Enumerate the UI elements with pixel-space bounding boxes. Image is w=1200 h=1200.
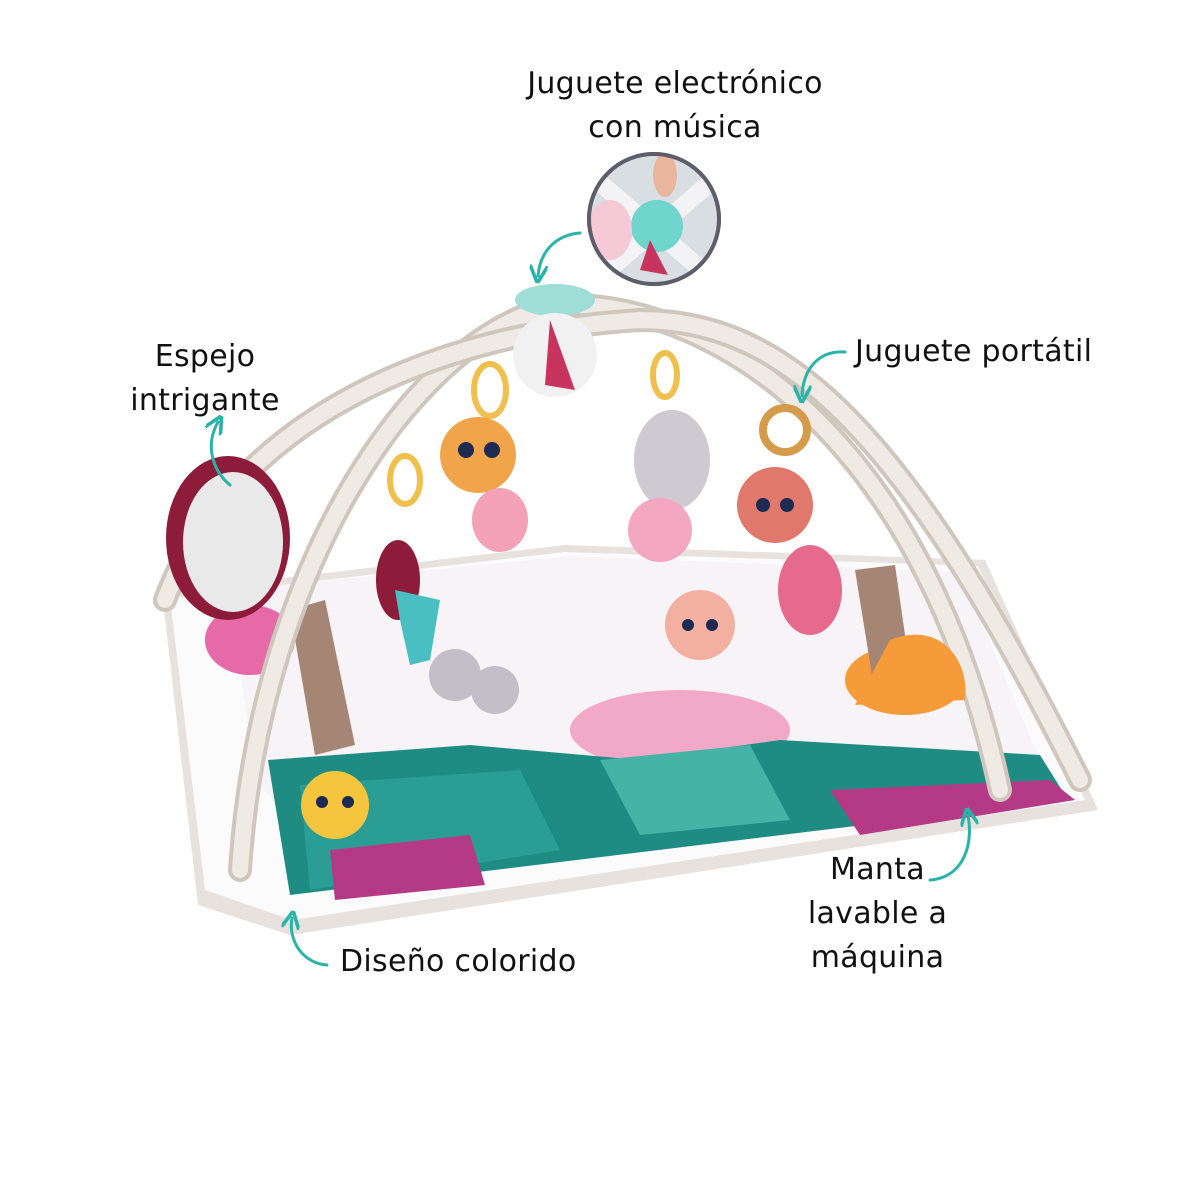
- curved-arrow-icon: [928, 815, 969, 882]
- callout-electronic-toy-line-1: Juguete electrónico: [527, 66, 823, 101]
- callout-mirror: Espejo intrigante: [110, 335, 300, 423]
- callout-electronic-toy: Juguete electrónico con música: [470, 62, 880, 150]
- curved-arrow-icon: [538, 231, 582, 276]
- electronic-music-toy: [513, 284, 597, 397]
- callout-portable-toy-line-1: Juguete portátil: [855, 334, 1093, 369]
- callout-portable-toy: Juguete portátil: [855, 330, 1125, 374]
- mirror-toy: [166, 456, 290, 620]
- play-arches: [153, 292, 1092, 882]
- callout-mirror-line-1: Espejo: [154, 339, 256, 374]
- callout-washable-blanket-line-2: lavable a: [807, 896, 948, 931]
- curved-arrow-icon: [291, 918, 329, 967]
- callout-colorful-design-line-1: Diseño colorido: [340, 944, 577, 979]
- callout-electronic-toy-line-2: con música: [588, 110, 762, 145]
- electronic-toy-detail-inset: [587, 152, 721, 286]
- callout-washable-blanket-line-1: Manta: [830, 852, 925, 887]
- curved-arrow-icon: [211, 422, 232, 487]
- curved-arrow-icon: [802, 350, 847, 396]
- hanging-toys: [376, 350, 966, 705]
- callout-arrows: [211, 231, 969, 967]
- callout-washable-blanket-line-3: máquina: [810, 940, 945, 975]
- callout-washable-blanket: Manta lavable a máquina: [770, 848, 985, 980]
- callout-mirror-line-2: intrigante: [130, 383, 280, 418]
- callout-colorful-design: Diseño colorido: [340, 940, 600, 984]
